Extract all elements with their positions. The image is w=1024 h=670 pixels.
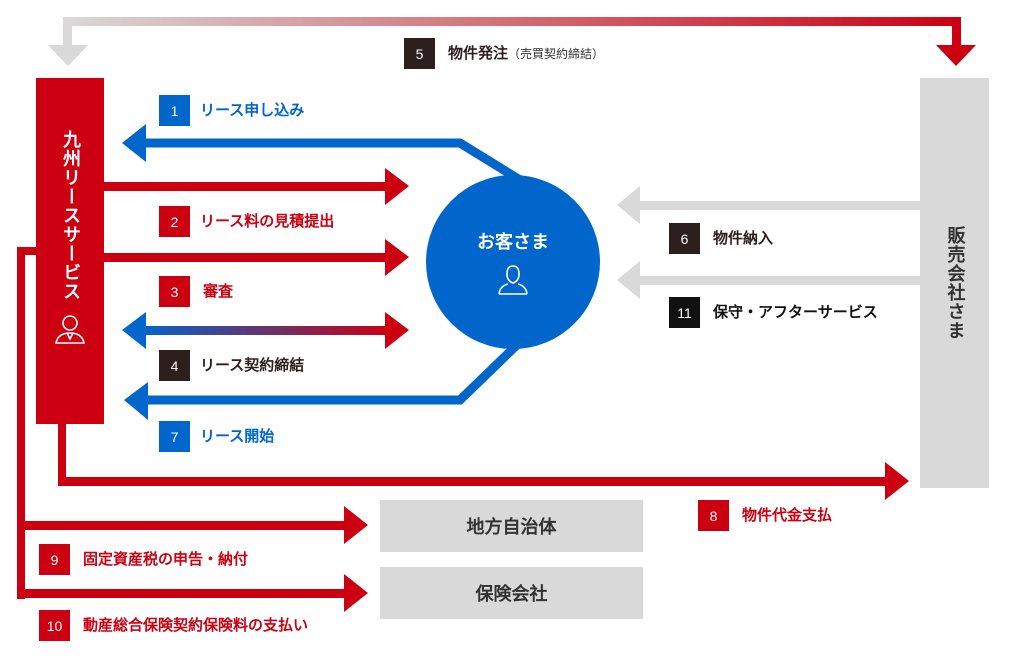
step-5-note: （売買契約締結） <box>508 47 605 61</box>
arrow-lease-start <box>124 336 526 420</box>
step-6-badge: 6 <box>669 223 700 254</box>
customer-person-icon <box>498 265 528 295</box>
step-3-label: 審査 <box>203 282 234 300</box>
arrow-order <box>48 17 976 66</box>
vendor-label: 販売会社さま <box>944 226 966 340</box>
step-5-label: 物件発注（売買契約締結） <box>448 38 604 70</box>
step-1-label: リース申し込み <box>200 101 305 119</box>
arrow-delivery <box>617 186 920 224</box>
step-3-badge: 3 <box>159 276 190 307</box>
step-1-badge: 1 <box>159 95 190 126</box>
arrow-maintenance <box>617 261 920 299</box>
lessor-box: 九州リースサービス <box>36 78 104 424</box>
lessor-label: 九州リースサービス <box>60 130 81 301</box>
local-government-box: 地方自治体 <box>380 500 643 552</box>
arrow-review <box>104 239 409 276</box>
arrow-tax-insurance <box>17 247 368 612</box>
step-8-label: 物件代金支払 <box>742 506 833 524</box>
step-7-label: リース開始 <box>200 427 275 445</box>
step-2-badge: 2 <box>159 206 190 237</box>
step-4-badge: 4 <box>159 350 190 381</box>
step-7-badge: 7 <box>159 421 190 452</box>
arrow-contract <box>122 312 409 349</box>
arrow-payment <box>58 420 909 500</box>
step-11-badge: 11 <box>669 297 700 328</box>
staff-person-icon <box>55 315 85 344</box>
step-6-label: 物件納入 <box>713 229 774 247</box>
customer-label: お客さま <box>477 232 549 253</box>
step-8-badge: 8 <box>698 500 729 531</box>
step-10-badge: 10 <box>39 610 70 641</box>
step-11-label: 保守・アフターサービス <box>713 303 878 321</box>
step-4-label: リース契約締結 <box>200 356 305 374</box>
insurance-company-box: 保険会社 <box>380 567 643 619</box>
step-9-badge: 9 <box>39 544 70 575</box>
arrow-estimate <box>104 168 409 205</box>
step-5-text: 物件発注 <box>448 44 509 62</box>
step-9-label: 固定資産税の申告・納付 <box>83 550 249 568</box>
arrow-application <box>122 124 523 184</box>
vendor-box: 販売会社さま <box>920 78 989 488</box>
step-2-label: リース料の見積提出 <box>200 212 335 230</box>
step-10-label: 動産総合保険契約保険料の支払い <box>83 616 309 634</box>
step-5-badge: 5 <box>404 38 435 69</box>
customer-node: お客さま <box>426 175 600 349</box>
